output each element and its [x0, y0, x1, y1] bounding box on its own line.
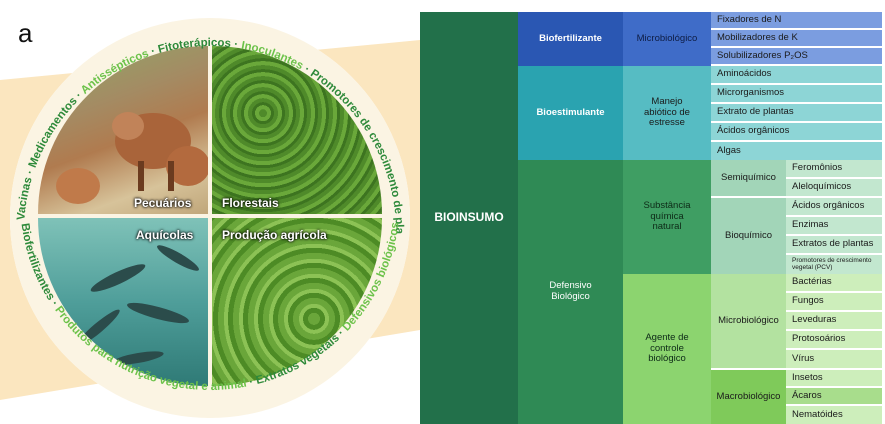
- leaf-bacterias: Bactérias: [786, 274, 882, 293]
- leaf-solubilizadores-p: Solubilizadores P₂OS: [711, 48, 882, 66]
- leaf-mobilizadores-k: Mobilizadores de K: [711, 30, 882, 48]
- leaf-insetos: Insetos: [786, 370, 882, 388]
- leaf-leveduras: Leveduras: [786, 312, 882, 331]
- node-manejo-abiotico: Manejo abiótico de estresse: [623, 66, 711, 160]
- ring-item-vacinas: Vacinas: [15, 176, 34, 221]
- node-macrobiologico: Macrobiológico: [711, 370, 786, 424]
- leaf-enzimas: Enzimas: [786, 217, 882, 236]
- leaf-acidos-organicos-estim: Ácidos orgânicos: [711, 123, 882, 142]
- cattle-illustration: [56, 112, 208, 204]
- quadrant-label-aquicolas: Aquícolas: [136, 228, 194, 242]
- node-biofertilizante: Biofertilizante: [518, 12, 623, 66]
- leaf-acidos-organicos-bioq: Ácidos orgânicos: [786, 198, 882, 217]
- leaf-feromonios: Feromônios: [786, 160, 882, 179]
- svg-text:Biofertilizantes ·: Biofertilizantes · Produtos para nutriçã…: [18, 222, 401, 393]
- node-agente-controle: Agente de controle biológico: [623, 274, 711, 424]
- quadrant-label-pecuarios: Pecuários: [134, 196, 192, 210]
- leaf-fixadores-n: Fixadores de N: [711, 12, 882, 30]
- ring-item-fitoterapicos: Fitoterápicos: [157, 37, 232, 56]
- node-bioquimico: Bioquímico: [711, 198, 786, 274]
- quadrant-label-producao-agricola: Produção agrícola: [222, 228, 327, 242]
- ring-item-antissepticos: Antissépticos: [79, 48, 151, 97]
- node-semiquimico: Semiquímico: [711, 160, 786, 198]
- ring-item-extratos-vegetais: Extratos vegetais: [255, 332, 342, 387]
- node-bioinsumo: BIOINSUMO: [420, 12, 518, 424]
- ring-item-medicamentos: Medicamentos: [27, 95, 80, 169]
- panel-a-label: a: [18, 18, 33, 48]
- node-bioestimulante: Bioestimulante: [518, 66, 623, 160]
- node-biofert-microbiologico: Microbiológico: [623, 12, 711, 66]
- ring-text: Vacinas · Medicamentos · Antissépticos ·…: [0, 0, 405, 393]
- leaf-aleloquimicos: Aleloquímicos: [786, 179, 882, 198]
- leaf-algas: Algas: [711, 142, 882, 160]
- leaf-virus: Vírus: [786, 350, 882, 370]
- leaf-fungos: Fungos: [786, 293, 882, 312]
- leaf-nematoides: Nematóides: [786, 406, 882, 424]
- svg-text:Vacinas · Me: Vacinas · Medicamentos · Antissépticos ·…: [0, 0, 405, 235]
- quadrant-producao-agricola: Produção agrícola: [212, 218, 382, 386]
- leaf-extrato-plantas: Extrato de plantas: [711, 104, 882, 123]
- panel-a: Pecuários Florestais Aquícolas Produção …: [0, 0, 420, 424]
- quadrant-label-florestais: Florestais: [222, 196, 279, 210]
- node-microbiologico: Microbiológico: [711, 274, 786, 370]
- ring-item-defensivos-biologicos: Defensivos biológicos: [341, 222, 402, 334]
- leaf-microrganismos: Microrganismos: [711, 85, 882, 104]
- node-substancia-quimica: Substância química natural: [623, 160, 711, 274]
- ring-item-inoculantes: Inoculantes: [240, 40, 305, 73]
- leaf-protosoarios: Protosoários: [786, 331, 882, 350]
- quadrant-aquicolas: Aquícolas: [38, 218, 208, 386]
- leaf-extratos-plantas: Extratos de plantas: [786, 236, 882, 255]
- leaf-aminoacidos: Aminoácidos: [711, 66, 882, 85]
- node-defensivo-biologico: Defensivo Biológico: [518, 160, 623, 424]
- ring-item-produtos-nutricao: Produtos para nutrição vegetal e animal: [52, 304, 247, 393]
- ring-item-biofertilizantes: Biofertilizantes: [18, 222, 56, 302]
- leaf-pcv: Promotores de crescimento vegetal (PCV): [786, 255, 882, 274]
- leaf-acaros: Ácaros: [786, 388, 882, 406]
- panel-b: b BIOINSUMO Biofertilizante Microbiológi…: [420, 0, 885, 424]
